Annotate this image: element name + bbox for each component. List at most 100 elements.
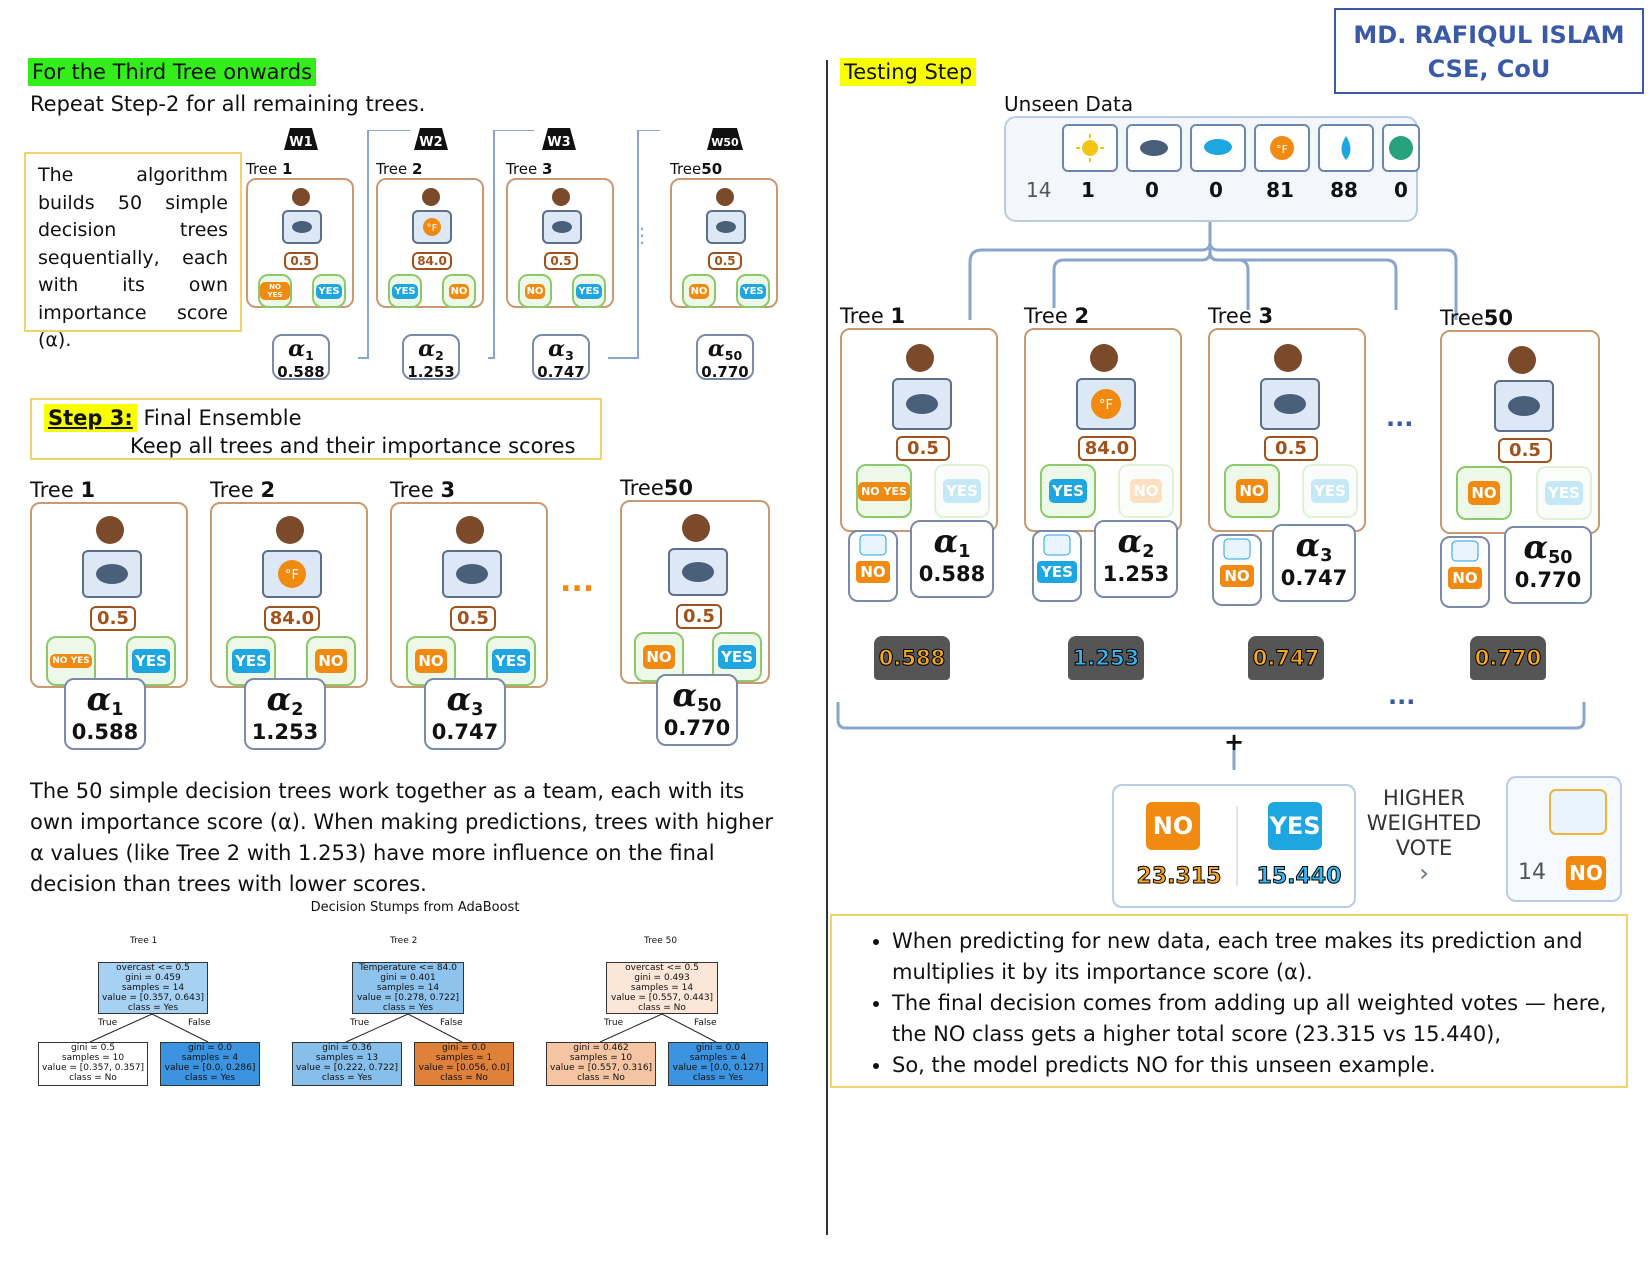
person-icon — [292, 188, 310, 206]
bullet-item: The final decision comes from adding up … — [892, 988, 1608, 1050]
stump-title: Tree 1 — [130, 936, 158, 946]
overcast-icon — [82, 550, 142, 598]
tree-number: 3 — [542, 160, 553, 178]
section-header-text: For the Third Tree onwards — [28, 58, 317, 86]
vote-caption: HIGHER WEIGHTED VOTE › — [1360, 786, 1488, 886]
svg-text:°F: °F — [285, 568, 299, 583]
tree-number: 2 — [260, 478, 276, 502]
testing-header: Testing Step — [840, 58, 977, 86]
svg-text:⋮: ⋮ — [632, 223, 652, 247]
alpha-value: 0.588 — [277, 363, 325, 381]
weighted-value: 0.747 — [1252, 646, 1320, 671]
final-id: 14 — [1518, 860, 1546, 885]
alpha-box: α2 1.253 — [1094, 520, 1178, 598]
overcast-icon — [668, 548, 728, 596]
stump-title: Tree 2 — [390, 936, 418, 946]
totals-box: NO YES 23.315 15.440 — [1112, 784, 1356, 908]
leaf-left: YES — [226, 636, 276, 686]
overcast-icon — [706, 210, 746, 244]
chevron-right-icon: › — [1419, 859, 1429, 887]
final-prediction-label: NO — [1566, 856, 1606, 890]
bullet-item: When predicting for new data, each tree … — [892, 926, 1608, 988]
author-name: MD. RAFIQUL ISLAM — [1353, 21, 1625, 49]
temperature-icon: °F — [1076, 378, 1136, 430]
alpha-subscript: 50 — [724, 348, 743, 363]
overcast-icon — [442, 550, 502, 598]
leaf-left: NO YES — [46, 636, 96, 686]
testing-header-text: Testing Step — [840, 58, 977, 86]
prediction-label: NO — [1220, 565, 1254, 587]
weighted-value: 1.253 — [1072, 646, 1140, 671]
alpha-subscript: 50 — [697, 696, 722, 717]
weight-block — [1248, 636, 1324, 680]
alpha-subscript: 3 — [565, 348, 574, 363]
step3-label: Step 3: — [44, 404, 137, 432]
bullet-item: So, the model predicts NO for this unsee… — [892, 1050, 1608, 1081]
tree-label: Tree — [1024, 304, 1068, 328]
final-prediction-box: 14 NO — [1506, 776, 1622, 902]
person-icon — [906, 344, 934, 372]
weighted-value: 0.588 — [878, 646, 946, 671]
ellipsis-dots: ... — [1388, 682, 1416, 710]
alpha-subscript: 2 — [435, 348, 444, 363]
alpha-value: 1.253 — [407, 363, 455, 381]
alpha-subscript: 1 — [958, 542, 971, 563]
tree-label: Tree — [620, 476, 664, 500]
overcast-icon — [1494, 380, 1554, 432]
totals-divider — [1236, 806, 1238, 886]
tree-number: 1 — [80, 478, 96, 502]
column-divider — [826, 60, 828, 1235]
tree-label: Tree — [30, 478, 74, 502]
alpha-box: α50 0.770 — [656, 674, 738, 746]
false-edge-label: False — [188, 1018, 211, 1028]
weight-icon: W50 — [705, 120, 745, 152]
alpha-value: 0.770 — [701, 363, 749, 381]
tree-label: Tree — [246, 160, 278, 178]
leaf-left: YES — [388, 274, 422, 308]
threshold: 0.5 — [708, 252, 742, 270]
threshold: 0.5 — [284, 252, 318, 270]
plus-sign: + — [1224, 728, 1245, 756]
unseen-id: 14 — [1026, 178, 1052, 202]
mini-tree-3: Tree 3 0.5 NO YES α3 0.747 — [506, 160, 614, 381]
threshold: 0.5 — [1498, 438, 1552, 463]
threshold: 84.0 — [264, 606, 320, 631]
threshold: 84.0 — [1078, 436, 1136, 461]
test-tree-1: Tree 1 0.5 NO YES YES NO α1 0.588 0.588 — [840, 304, 998, 680]
ensemble-tree-2: Tree 2 °F 84.0 YES NO α2 1.253 — [210, 478, 368, 750]
person-icon — [422, 188, 440, 206]
temperature-icon: °F — [412, 210, 452, 244]
tree-label: Tree — [390, 478, 434, 502]
true-edge-label: True — [604, 1018, 624, 1028]
alpha-value: 1.253 — [251, 720, 319, 745]
alpha-subscript: 3 — [1320, 546, 1333, 567]
tree-label: Tree — [210, 478, 254, 502]
leaf-left: NO YES — [258, 274, 292, 308]
rainy-icon — [1190, 124, 1246, 172]
alpha-box: α50 0.770 — [1504, 526, 1592, 604]
stump-title: Tree 50 — [644, 936, 678, 946]
alpha-box: α50 0.770 — [696, 334, 754, 381]
prediction-icon — [1451, 540, 1479, 562]
prediction-label: NO — [856, 561, 890, 583]
unseen-data-box: °F 14 1 0 0 81 88 0 — [1004, 116, 1420, 222]
true-edge-label: True — [98, 1018, 118, 1028]
info-text: The algorithm builds 50 simple decision … — [38, 164, 228, 351]
leaf-left: YES — [1040, 464, 1096, 518]
weight-label: W3 — [547, 135, 570, 150]
overcast-icon — [1260, 378, 1320, 430]
yes-total: 15.440 — [1256, 864, 1342, 890]
leaf-right: NO — [1118, 464, 1174, 518]
svg-text:°F: °F — [427, 223, 438, 234]
threshold: 0.5 — [90, 606, 136, 631]
alpha-subscript: 2 — [291, 700, 304, 721]
tree-number: 50 — [701, 160, 723, 178]
tree-number: 1 — [890, 304, 906, 328]
alpha-box: α2 1.253 — [402, 334, 460, 381]
